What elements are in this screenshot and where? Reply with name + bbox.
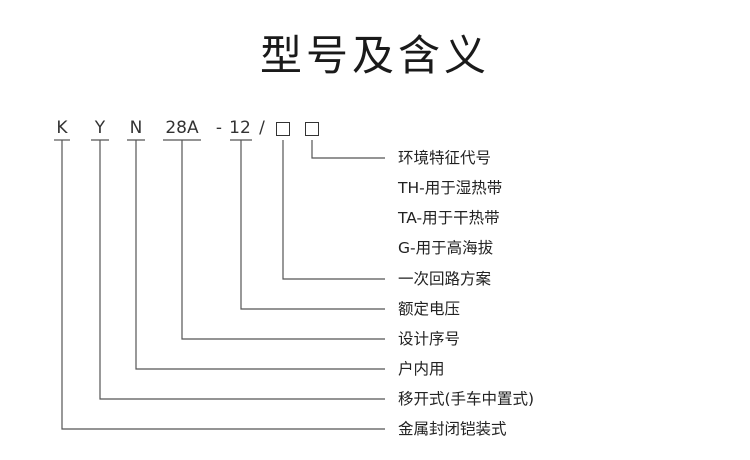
leader-design — [181, 140, 385, 340]
legend-voltage: 额定电压 — [398, 300, 461, 318]
leader-y — [99, 140, 385, 400]
leader-environment — [311, 140, 385, 159]
code-letter-y: Y — [94, 118, 106, 138]
code-slash: / — [259, 118, 265, 138]
code-letter-k: K — [56, 118, 68, 138]
legend-withdrawable: 移开式(手车中置式) — [398, 390, 535, 408]
legend-design: 设计序号 — [398, 330, 461, 348]
legend-circuit-scheme: 一次回路方案 — [398, 270, 492, 288]
legend-ta: TA-用于干热带 — [398, 209, 500, 227]
code-box-circuit-scheme — [276, 122, 290, 136]
code-dash: - — [215, 118, 223, 138]
legend-g: G-用于高海拔 — [398, 239, 494, 257]
leader-n — [135, 140, 385, 370]
code-voltage: 12 — [229, 118, 251, 138]
page-title: 型号及含义 — [259, 31, 490, 80]
code-box-environment — [305, 122, 319, 136]
code-design-number: 28A — [165, 118, 199, 138]
legend-th: TH-用于湿热带 — [398, 179, 503, 197]
legend-environment: 环境特征代号 — [398, 149, 492, 167]
leader-voltage — [240, 140, 385, 310]
legend-metal-clad: 金属封闭铠装式 — [398, 420, 507, 438]
legend-indoor: 户内用 — [398, 360, 445, 378]
leader-circuit-scheme — [282, 140, 385, 280]
leader-k — [61, 140, 385, 430]
code-letter-n: N — [129, 118, 143, 138]
